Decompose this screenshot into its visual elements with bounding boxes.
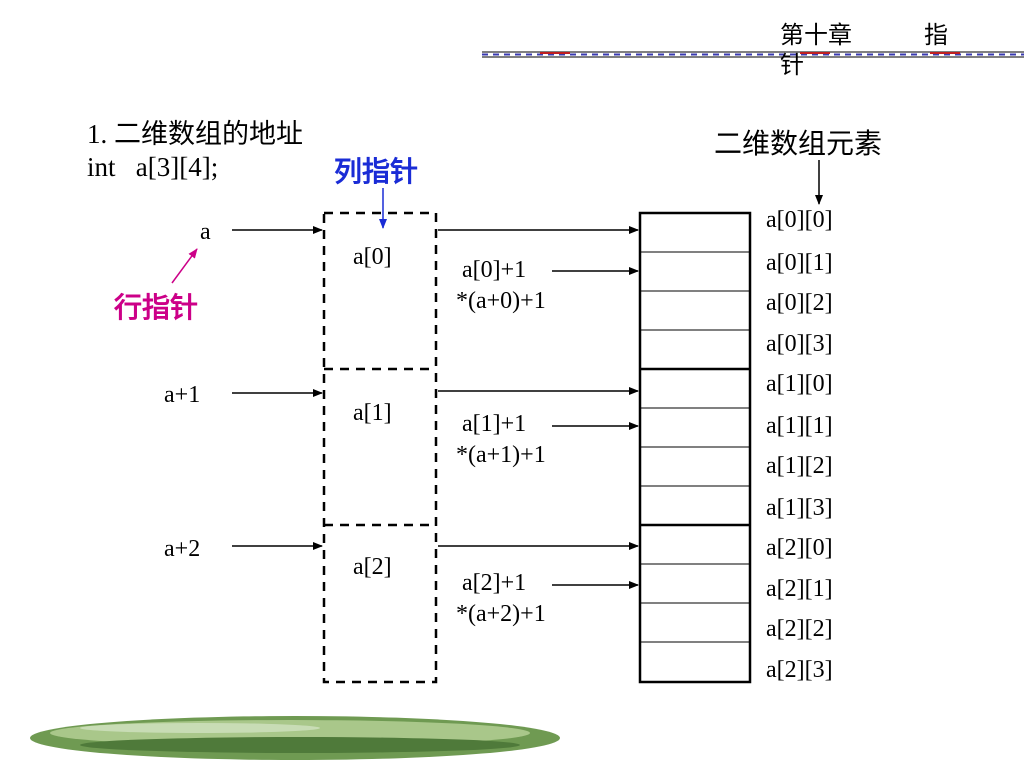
element-column-box [638, 211, 752, 684]
element-label: a[1][1] [766, 413, 833, 439]
col-offset-expr-1: a[1]+1 [462, 411, 527, 437]
element-label: a[2][2] [766, 616, 833, 642]
section-title: 1. 二维数组的地址 [87, 119, 303, 149]
grass-decoration [30, 716, 560, 760]
element-label: a[0][3] [766, 331, 833, 357]
element-label: a[2][1] [766, 576, 833, 602]
elements-title: 二维数组元素 [714, 127, 883, 160]
header-music-strip [482, 51, 1024, 58]
element-label: a[0][0] [766, 207, 833, 233]
row-pointer-a-plus-2: a+2 [164, 536, 201, 562]
element-label: a[1][0] [766, 371, 833, 397]
row-pointer-a-plus-1: a+1 [164, 382, 201, 408]
topic-label-line1: 指 [924, 23, 948, 49]
array-declaration: int a[3][4]; [87, 152, 219, 182]
col-offset-expr-2: a[2]+1 [462, 570, 527, 596]
col-offset-deref-2: *(a+2)+1 [456, 601, 546, 627]
col-offset-deref-1: *(a+1)+1 [456, 442, 546, 468]
element-label: a[2][0] [766, 535, 833, 561]
row-array-a0: a[0] [353, 244, 392, 270]
row-array-dashed-box [322, 211, 438, 684]
chapter-label: 第十章 [780, 23, 852, 49]
col-offset-expr-0: a[0]+1 [462, 257, 527, 283]
element-label: a[0][2] [766, 290, 833, 316]
row-array-a2: a[2] [353, 554, 392, 580]
element-label: a[0][1] [766, 250, 833, 276]
arrow-row-pointer [171, 248, 198, 284]
row-pointer-a: a [200, 219, 211, 245]
row-pointer-label: 行指针 [114, 291, 199, 324]
element-label: a[1][3] [766, 495, 833, 521]
element-label: a[1][2] [766, 453, 833, 479]
topic-label-line2: 针 [780, 53, 804, 79]
element-label: a[2][3] [766, 657, 833, 683]
column-pointer-label: 列指针 [334, 155, 419, 188]
row-array-a1: a[1] [353, 400, 392, 426]
col-offset-deref-0: *(a+0)+1 [456, 288, 546, 314]
